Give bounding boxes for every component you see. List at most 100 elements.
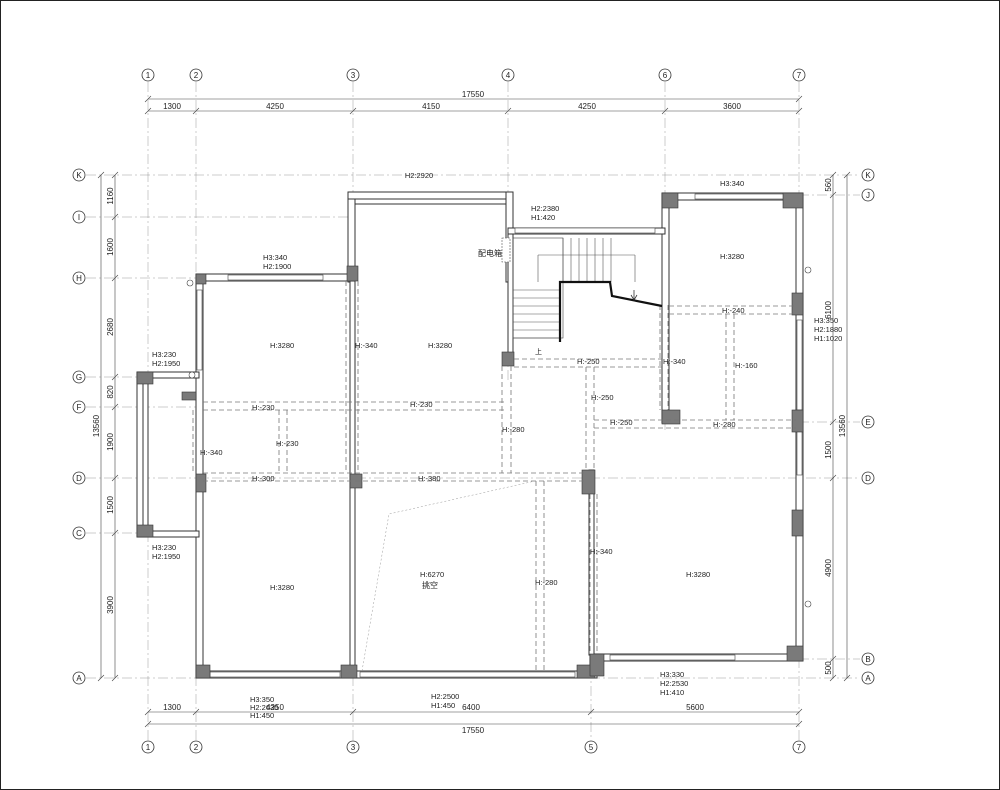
dim-left-6: 1500	[106, 496, 115, 514]
axis-bottom-5: 5	[589, 743, 594, 752]
axis-top-2: 2	[194, 71, 199, 80]
label-void: 挑空	[422, 580, 438, 590]
label-w-h3-b: H3:230	[152, 543, 176, 552]
downpipes	[186, 266, 812, 608]
dim-left-2: 1600	[106, 238, 115, 256]
height-beam-m250-a: H:-250	[577, 357, 600, 366]
dim-right-5: 500	[824, 661, 833, 675]
axis-left-C: C	[76, 529, 82, 538]
label-e-h2: H2:1880	[814, 325, 842, 334]
axis-right-E: E	[865, 418, 870, 427]
label-se-h1: H1:410	[660, 688, 684, 697]
label-e-h3: H3:350	[814, 316, 838, 325]
dimensions-left: 13560 1160 1600 2680 820 1900 1500 3900	[92, 171, 119, 682]
label-w-h3-a: H3:230	[152, 350, 176, 359]
axis-bottom-2: 2	[194, 743, 199, 752]
beams	[192, 281, 796, 671]
label-h2-2920: H2:2920	[405, 171, 433, 180]
dim-top-4: 4250	[578, 102, 596, 111]
height-beam-m340-b: H:-340	[200, 448, 223, 457]
dim-left-total: 13560	[92, 414, 101, 437]
dim-top-1: 1300	[163, 102, 181, 111]
height-room-southeast: H:3280	[686, 570, 710, 579]
axis-right-B: B	[865, 655, 870, 664]
axis-bottom-7: 7	[797, 743, 802, 752]
dim-bottom-1: 1300	[163, 703, 181, 712]
height-room-central-north: H:3280	[428, 341, 452, 350]
axis-bubbles-top: 1 2 3 4 6 7	[141, 68, 806, 82]
dim-top-5: 3600	[723, 102, 741, 111]
label-tr-h3: H3:340	[720, 179, 744, 188]
axis-right-D: D	[865, 474, 871, 483]
axis-top-3: 3	[351, 71, 356, 80]
label-up: 上	[535, 347, 542, 356]
height-void: H:6270	[420, 570, 444, 579]
height-room-southwest: H:3280	[270, 583, 294, 592]
dim-bottom-total: 17550	[462, 726, 485, 735]
dim-right-4: 4900	[824, 559, 833, 577]
dim-top-3: 4150	[422, 102, 440, 111]
dim-right-3: 1500	[824, 441, 833, 459]
label-se-h3: H3:330	[660, 670, 684, 679]
height-labels: H:3280 H:3280 H:3280 H:3280 H:3280 H:627…	[200, 252, 758, 592]
axis-bubbles-right: K J E D B A	[861, 168, 875, 685]
axis-top-4: 4	[506, 71, 511, 80]
label-s-h2: H2:2500	[431, 692, 459, 701]
dim-top-2: 4250	[266, 102, 284, 111]
dim-bottom-2: 4250	[266, 703, 284, 712]
height-beam-m240: H:-240	[722, 306, 745, 315]
dimensions-right: 560 6100 1500 4900 500 13560	[824, 171, 851, 682]
axis-left-G: G	[76, 373, 82, 382]
label-w-h2-b: H2:1950	[152, 552, 180, 561]
walls	[136, 191, 804, 679]
windows	[196, 193, 803, 678]
axis-left-K: K	[76, 171, 82, 180]
height-beam-m300: H:-300	[252, 474, 275, 483]
axis-bubbles-bottom: 1 2 3 5 7	[141, 740, 806, 754]
height-beam-m280-c: H:-280	[535, 578, 558, 587]
height-beam-m340-d: H:-340	[590, 547, 613, 556]
axis-top-1: 1	[146, 71, 151, 80]
dim-left-3: 2680	[106, 318, 115, 336]
dim-left-7: 3900	[106, 596, 115, 614]
axis-left-F: F	[77, 403, 82, 412]
label-top-h2: H2:2380	[531, 204, 559, 213]
stairs	[501, 237, 663, 342]
axis-left-H: H	[76, 274, 82, 283]
axis-top-7: 7	[797, 71, 802, 80]
height-beam-m380: H:-380	[418, 474, 441, 483]
axis-bottom-1: 1	[146, 743, 151, 752]
dim-right-1: 560	[824, 178, 833, 192]
height-beam-m230-a: H:-230	[252, 403, 275, 412]
label-sw-h2: H2:2630	[250, 703, 278, 712]
label-top-h1: H1:420	[531, 213, 555, 222]
height-beam-m230-c: H:-230	[276, 439, 299, 448]
dim-bottom-3: 6400	[462, 703, 480, 712]
label-w-h2-a: H2:1950	[152, 359, 180, 368]
label-sw-h3: H3:350	[250, 695, 274, 704]
dim-right-2: 6100	[824, 301, 833, 319]
height-beam-m280-a: H:-280	[502, 425, 525, 434]
axis-bubbles-left: K I H G F D C A	[72, 168, 86, 685]
height-beam-m340-a: H:-340	[355, 341, 378, 350]
label-s-h1: H1:450	[431, 701, 455, 710]
height-beam-m340-c: H:-340	[663, 357, 686, 366]
dim-right-total: 13560	[838, 414, 847, 437]
axis-left-A: A	[76, 674, 82, 683]
axis-right-K: K	[865, 171, 871, 180]
height-beam-m160: H:-160	[735, 361, 758, 370]
height-beam-m280-b: H:-280	[713, 420, 736, 429]
label-distribution-box: 配电箱	[478, 248, 502, 258]
height-beam-m250-c: H:-250	[610, 418, 633, 427]
label-e-h1: H1:1020	[814, 334, 842, 343]
label-sw-h1: H1:450	[250, 711, 274, 720]
dim-top-total: 17550	[462, 90, 485, 99]
annotations: H2:2920 H2:2380 H1:420 H3:340 配电箱 H3:340…	[152, 171, 842, 720]
dim-left-1: 1160	[106, 187, 115, 205]
axis-right-A: A	[865, 674, 871, 683]
label-nw-h3: H3:340	[263, 253, 287, 262]
dimensions-top: 17550 1300 4250 4150 4250 3600	[144, 90, 803, 115]
axis-left-I: I	[78, 213, 80, 222]
dim-left-5: 1900	[106, 433, 115, 451]
